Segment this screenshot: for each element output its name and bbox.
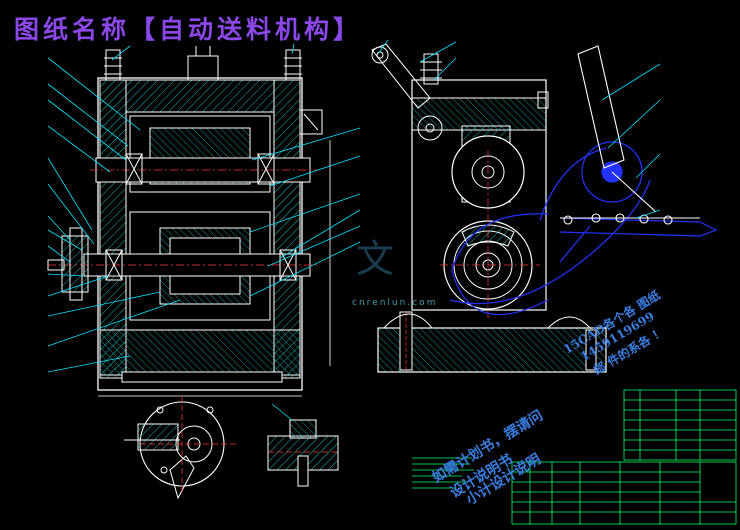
section-detail-view	[267, 403, 339, 487]
drawing-title: 图纸名称【自动送料机构】	[14, 15, 363, 44]
swing-arm	[560, 45, 700, 225]
side-view	[371, 43, 607, 373]
watermark-site: cnrenlun.com	[352, 298, 438, 308]
front-section-view	[47, 46, 331, 397]
parts-list-table	[623, 389, 737, 461]
technical-notes	[412, 457, 474, 489]
watermark-logo-glyph: 文	[356, 237, 395, 281]
side-view-leader-lines	[377, 39, 661, 219]
bottom-detail-view	[124, 396, 236, 500]
title-block	[511, 461, 737, 525]
part-leader-lines	[47, 43, 361, 373]
